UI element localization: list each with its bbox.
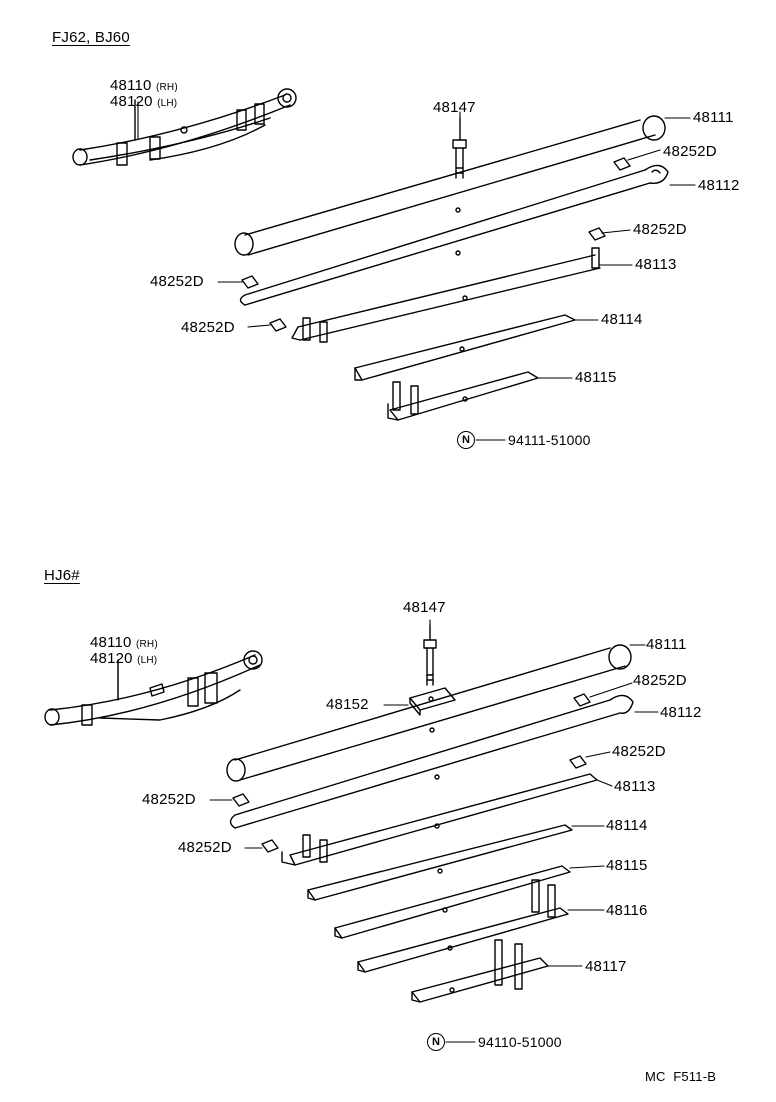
assembly-rh-label-top: 48110 (RH) bbox=[110, 78, 178, 96]
label-plate-bottom: 48152 bbox=[326, 696, 369, 713]
label-leaf3-top: 48113 bbox=[635, 256, 677, 273]
rebound-clips-top bbox=[241, 157, 631, 332]
leaf-48114-top bbox=[354, 314, 576, 381]
footer-code: MC F511-B bbox=[645, 1069, 717, 1084]
label-leaf7-bottom: 48117 bbox=[585, 958, 627, 975]
center-bolt-top bbox=[452, 117, 467, 179]
label-leaf4-top: 48114 bbox=[601, 311, 643, 328]
label-leaf2-bottom: 48112 bbox=[660, 704, 702, 721]
assembly-rh-label-bottom: 48110 (RH) bbox=[90, 635, 158, 653]
spring-assembly-thumbnail-top bbox=[72, 88, 297, 166]
leaf-48112-top bbox=[239, 164, 669, 306]
label-clip4-bottom: 48252D bbox=[178, 839, 232, 856]
note-part-bottom: 94110-51000 bbox=[478, 1034, 562, 1050]
leaf-48113-top bbox=[291, 247, 601, 343]
section-title-bottom: HJ6# bbox=[44, 567, 80, 584]
label-clip3-bottom: 48252D bbox=[142, 791, 196, 808]
leader-lines-top bbox=[137, 101, 696, 441]
assembly-lh-suffix: (LH) bbox=[157, 98, 178, 109]
assembly-rh-suffix: (RH) bbox=[135, 639, 158, 650]
label-bolt-top: 48147 bbox=[433, 99, 476, 116]
assembly-lh-label-top: 48120 (LH) bbox=[110, 94, 177, 112]
leaf-48117-bottom bbox=[411, 939, 549, 1003]
leaf-48111-bottom bbox=[226, 644, 632, 782]
rebound-clips-bottom bbox=[232, 693, 591, 853]
leaf-48115-bottom bbox=[334, 865, 571, 939]
assembly-lh-part: 48120 bbox=[90, 650, 133, 667]
center-bolt-bottom bbox=[423, 624, 437, 686]
leader-lines-bottom bbox=[117, 619, 659, 1043]
leaf-48115-top bbox=[387, 371, 539, 421]
assembly-lh-label-bottom: 48120 (LH) bbox=[90, 651, 157, 669]
label-leaf4-bottom: 48114 bbox=[606, 817, 648, 834]
label-clip3-top: 48252D bbox=[150, 273, 204, 290]
leaf-48116-bottom bbox=[357, 879, 569, 973]
spring-assembly-thumbnail-bottom bbox=[44, 650, 263, 726]
label-leaf6-bottom: 48116 bbox=[606, 902, 648, 919]
label-leaf3-bottom: 48113 bbox=[614, 778, 656, 795]
label-leaf1-bottom: 48111 bbox=[646, 636, 687, 653]
note-n-symbol-bottom: N bbox=[427, 1033, 445, 1051]
assembly-lh-suffix: (LH) bbox=[137, 655, 158, 666]
leaf-48113-bottom bbox=[281, 773, 598, 866]
label-clip1-bottom: 48252D bbox=[633, 672, 687, 689]
note-n-symbol-top: N bbox=[457, 431, 475, 449]
assembly-rh-part: 48110 bbox=[90, 634, 132, 651]
label-bolt-bottom: 48147 bbox=[403, 599, 446, 616]
label-clip2-bottom: 48252D bbox=[612, 743, 666, 760]
label-leaf1-top: 48111 bbox=[693, 109, 734, 126]
label-clip2-top: 48252D bbox=[633, 221, 687, 238]
label-clip1-top: 48252D bbox=[663, 143, 717, 160]
leaf-48114-bottom bbox=[307, 824, 573, 901]
label-clip4-top: 48252D bbox=[181, 319, 235, 336]
label-leaf2-top: 48112 bbox=[698, 177, 740, 194]
assembly-lh-part: 48120 bbox=[110, 93, 153, 110]
note-part-top: 94111-51000 bbox=[508, 432, 591, 448]
assembly-rh-part: 48110 bbox=[110, 77, 152, 94]
assembly-rh-suffix: (RH) bbox=[155, 82, 178, 93]
section-title-top: FJ62, BJ60 bbox=[52, 29, 130, 46]
leaf-48112-bottom bbox=[229, 694, 634, 829]
leaf-48111-top bbox=[234, 115, 666, 256]
label-leaf5-bottom: 48115 bbox=[606, 857, 648, 874]
label-leaf5-top: 48115 bbox=[575, 369, 617, 386]
